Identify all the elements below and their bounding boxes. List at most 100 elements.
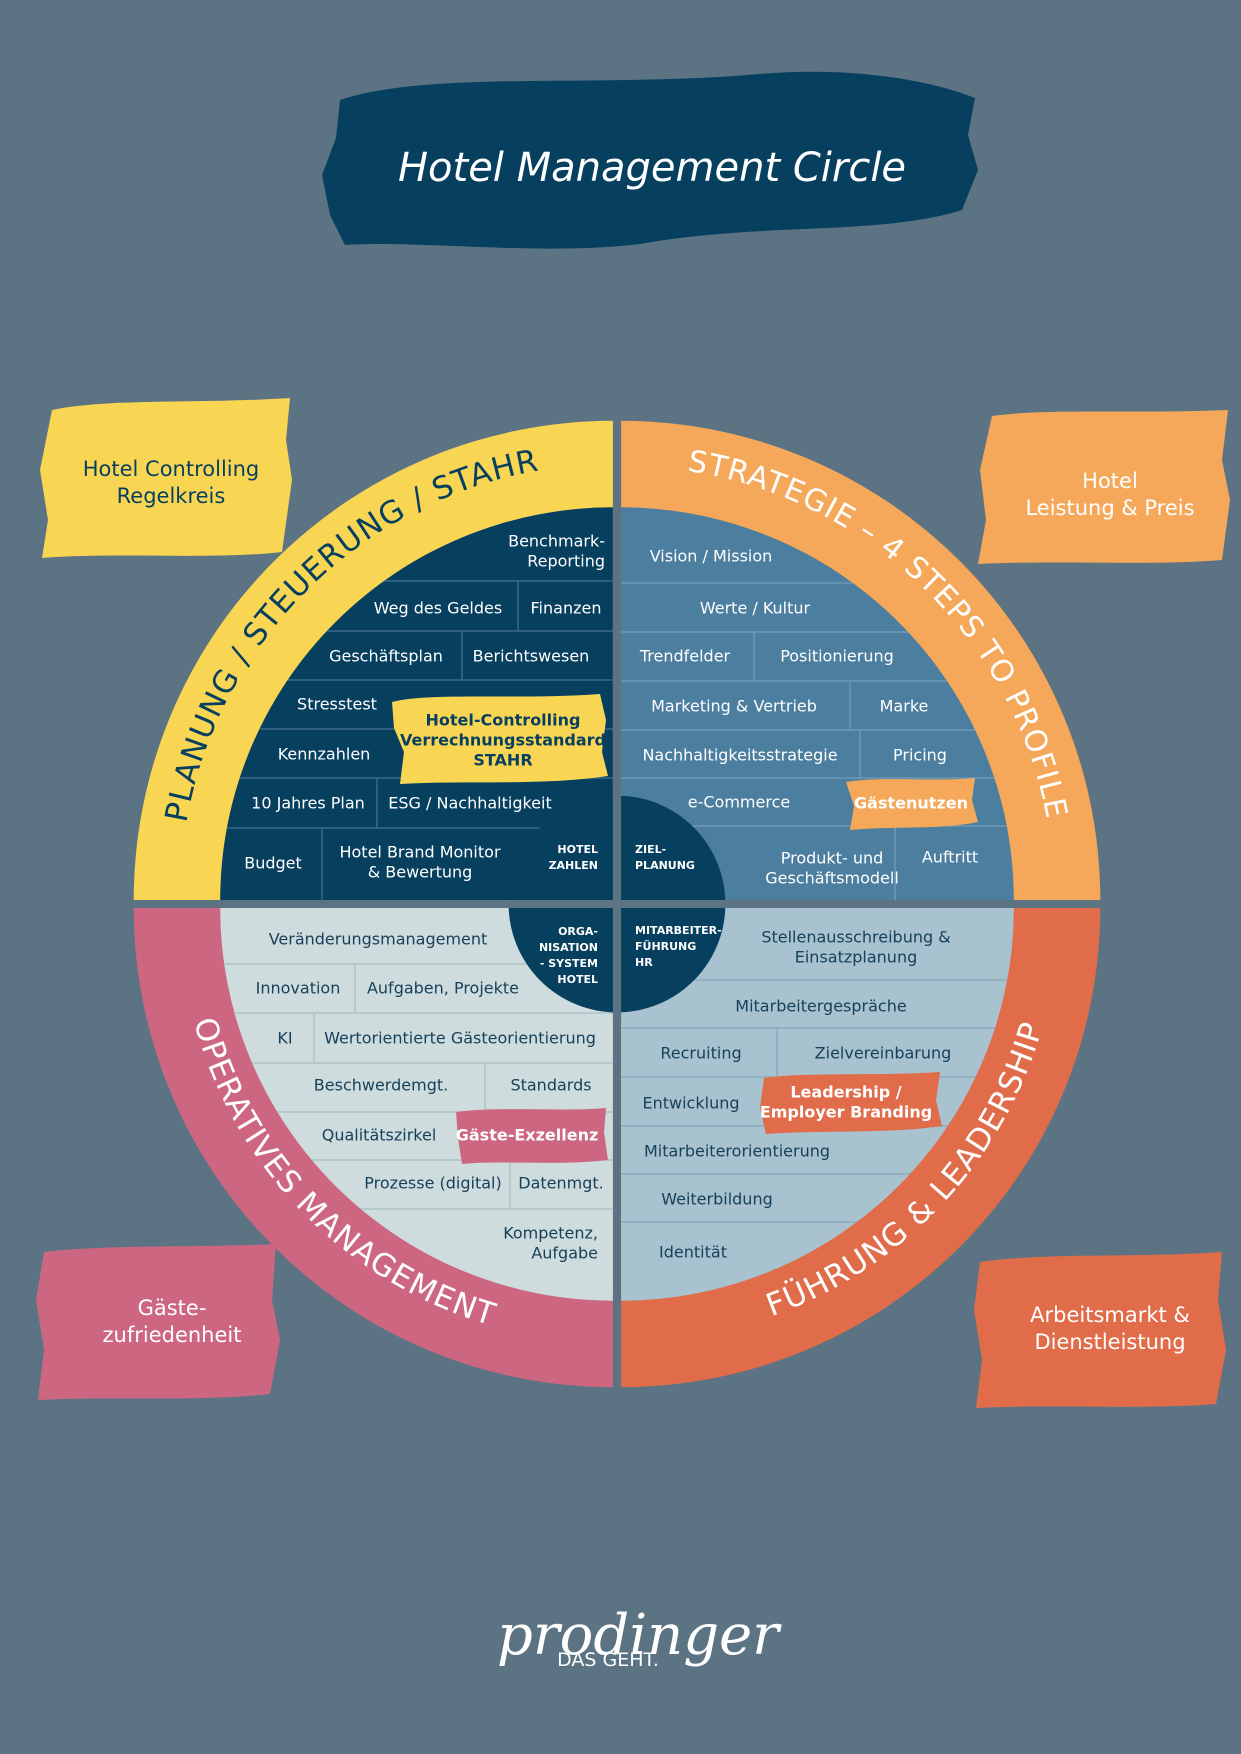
corner-brush-leistung [978,410,1230,564]
cell-label-line: Innovation [256,979,341,998]
corner-label-controlling-line: Regelkreis [117,484,226,508]
cell-label-line: Geschäftsmodell [765,869,899,888]
cell-label: Datenmgt. [518,1174,603,1193]
cell-label-line: Mitarbeiterorientierung [644,1142,830,1161]
center-label-bottom-left-line: NISATION [539,941,598,954]
title: Hotel Management Circle [398,145,906,191]
cell-label: Geschäftsplan [329,647,443,666]
cell-label: Werte / Kultur [700,599,811,618]
cell-label-line: ESG / Nachhaltigkeit [388,794,551,813]
cell-label-line: Budget [244,854,302,873]
cell-label-line: Marketing & Vertrieb [651,697,817,716]
highlight-brush-gaestenutzen [846,778,978,830]
cell-label: Benchmark-Reporting [508,532,605,571]
cell-label-line: Qualitätszirkel [322,1126,437,1145]
cell-label: Entwicklung [643,1094,740,1113]
logo-wordmark: prodinger [497,1603,782,1668]
highlight-leadership-line: Employer Branding [760,1103,932,1122]
cell-label: Mitarbeitergespräche [735,997,906,1016]
highlight-gaeste-exzellenz: Gäste-Exzellenz [456,1126,599,1145]
cell-label: Budget [244,854,302,873]
highlight-gaestenutzen: Gästenutzen [854,794,968,813]
cell-label: Marketing & Vertrieb [651,697,817,716]
cell-label-line: Positionierung [780,647,894,666]
cell-label: Finanzen [531,599,602,618]
cell-label-line: Stresstest [297,695,377,714]
cell-label-line: Marke [880,697,929,716]
cell-label-line: & Bewertung [368,863,473,882]
corner-label-gaeste-line: Gäste- [138,1296,207,1320]
cell-label-line: Hotel Brand Monitor [339,843,500,862]
inner-quadrant-bottom-left [220,908,613,1301]
cell-label-line: Geschäftsplan [329,647,443,666]
center-label-bottom-left-line: - SYSTEM [540,957,598,970]
cell-label-line: Trendfelder [639,647,731,666]
cell-label-line: Kompetenz, [503,1224,598,1243]
cell-label-line: Datenmgt. [518,1174,603,1193]
center-label-bottom-right-line: MITARBEITER- [635,924,722,937]
highlight-brush-leadership [760,1072,942,1134]
cell-label-line: Produkt- und [781,849,884,868]
corner-label-gaeste-line: zufriedenheit [103,1323,242,1347]
highlight-brush-stahr [392,694,608,784]
corner-label-gaeste: Gäste-zufriedenheit [103,1296,242,1347]
cell-label-line: Aufgaben, Projekte [367,979,519,998]
cell-label: Trendfelder [639,647,731,666]
cell-label: Weiterbildung [661,1190,773,1209]
cell-label: ESG / Nachhaltigkeit [388,794,551,813]
cell-label: Kompetenz,Aufgabe [503,1224,598,1263]
cell-label-line: 10 Jahres Plan [251,794,365,813]
cell-label: Hotel Brand Monitor& Bewertung [339,843,500,882]
center-label-top-left-line: HOTEL [557,843,598,856]
cell-label-line: Wertorientierte Gästeorientierung [324,1029,596,1048]
cell-label-line: Pricing [893,746,947,765]
cell-label: Vision / Mission [650,547,773,566]
cell-label: Wertorientierte Gästeorientierung [324,1029,596,1048]
cell-label: Standards [510,1076,591,1095]
cell-label-line: Werte / Kultur [700,599,811,618]
cell-label: Innovation [256,979,341,998]
cell-label: Auftritt [922,848,978,867]
cell-label: Mitarbeiterorientierung [644,1142,830,1161]
highlight-gaestenutzen-line: Gästenutzen [854,794,968,813]
corner-label-leistung-line: Hotel [1082,469,1138,493]
cell-label-line: Berichtswesen [473,647,590,666]
cell-label: Berichtswesen [473,647,590,666]
logo-tagline: DAS GEHT. [557,1649,659,1671]
highlight-stahr-line: Hotel-Controlling [426,711,581,730]
corner-label-arbeitsmarkt-line: Dienstleistung [1034,1330,1185,1354]
corner-label-arbeitsmarkt-line: Arbeitsmarkt & [1030,1303,1190,1327]
cell-label: Recruiting [660,1044,741,1063]
title-brush-shape [322,71,978,249]
highlight-leadership-line: Leadership / [790,1083,901,1102]
cell-label-line: Nachhaltigkeitsstrategie [642,746,837,765]
cell-label-line: Kennzahlen [278,745,371,764]
highlight-brush-gaeste-exzellenz [456,1108,608,1164]
title-banner: Hotel Management Circle [322,71,978,249]
logo: prodinger DAS GEHT. [497,1603,782,1671]
cell-label-line: Weiterbildung [661,1190,773,1209]
cell-label: Weg des Geldes [374,599,502,618]
cell-label-line: Einsatzplanung [795,948,918,967]
cell-label-line: KI [277,1029,292,1048]
cell-label-line: Standards [510,1076,591,1095]
cell-label: Positionierung [780,647,894,666]
cell-label-line: Entwicklung [643,1094,740,1113]
cell-label: Stresstest [297,695,377,714]
corner-label-leistung-line: Leistung & Preis [1025,496,1194,520]
cell-label: Veränderungsmanagement [269,930,488,949]
center-label-top-right: ZIEL-PLANUNG [635,843,695,872]
cell-label: Prozesse (digital) [364,1174,501,1193]
corner-brush-arbeitsmarkt [974,1252,1226,1408]
cell-label-line: Mitarbeitergespräche [735,997,906,1016]
cell-label: Kennzahlen [278,745,371,764]
